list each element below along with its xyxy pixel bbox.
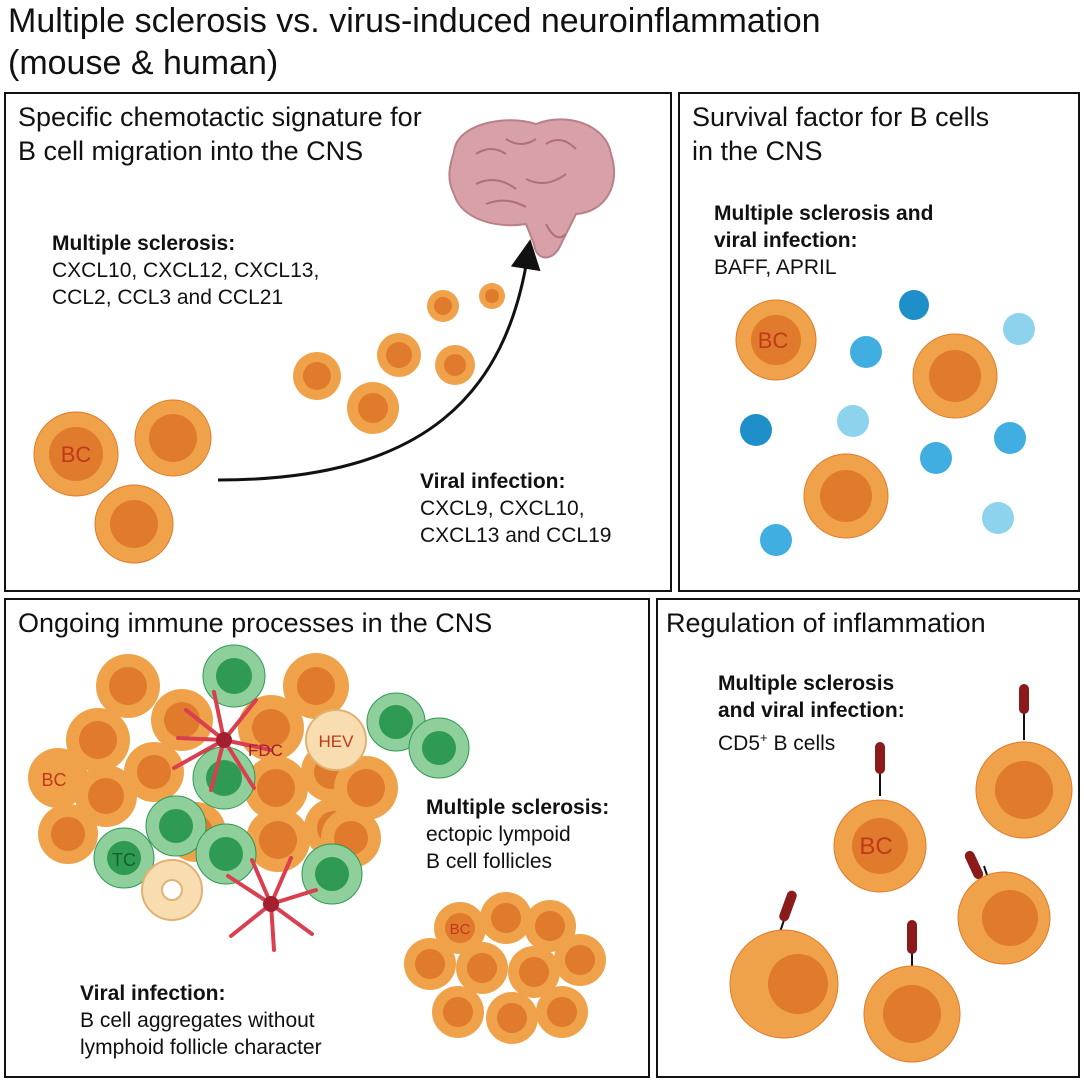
b-cell-large-2 [134,399,212,477]
immune-fdc-label: FDC [248,741,283,760]
figure-title-line1: Multiple sclerosis vs. virus-induced neu… [8,2,821,40]
immune-viral-heading: Viral infection: [80,982,226,1005]
panel-chemotaxis-title-line1: Specific chemotactic signature for [18,102,422,132]
cd5-b-cell-3 [957,850,1051,965]
cd5-b-cell-2: BC [833,742,927,893]
b-cell-3 [803,453,889,539]
cd5-suffix: B cells [767,732,836,755]
chemotaxis-ms-line2: CCL2, CCL3 and CCL21 [52,286,284,309]
panel-survival-title-line2: in the CNS [692,136,823,166]
panel-regulation-title: Regulation of inflammation [666,608,986,638]
migration-arrow [217,239,541,482]
immune-tc-label: TC [112,850,136,870]
figure-title: Multiple sclerosis vs. virus-induced neu… [8,0,821,84]
survival-heading-line2: viral infection: [714,229,858,252]
survival-factors: BAFF, APRIL [714,256,837,279]
immune-bc-label: BC [41,770,66,790]
panel-regulation: Regulation of inflammation Multiple scle… [656,598,1080,1078]
b-cell-large-3 [94,484,174,564]
cd5-prefix: CD5 [718,732,761,755]
cd5-b-cell-5 [863,920,961,1063]
cd5-b-cell-4 [729,890,839,1039]
survival-heading-line1: Multiple sclerosis and [714,202,934,225]
cd5-b-cell-1 [975,684,1073,839]
chemotaxis-ms-line1: CXCL10, CXCL12, CXCL13, [52,259,320,282]
follicle-bc-label: BC [450,921,471,938]
immune-viral-line2: lymphoid follicle character [80,1036,322,1059]
brain-icon [448,118,616,259]
regulation-illustration: BC [729,684,1073,1063]
b-cell-2 [912,333,998,419]
immune-ms-text: Multiple sclerosis: ectopic lympoid B ce… [426,794,609,875]
panel-survival-title: Survival factor for B cells in the CNS [692,100,989,168]
survival-illustration: BC [735,290,1035,556]
cd5-sup: + [760,730,768,745]
panel-survival: Survival factor for B cells in the CNS M… [678,92,1080,592]
chemotaxis-viral-text: Viral infection: CXCL9, CXCL10, CXCL13 a… [420,468,611,549]
immune-hev-label: HEV [319,732,355,751]
panel-chemotaxis: Specific chemotactic signature for B cel… [4,92,672,592]
regulation-cd5: CD5+ B cells [718,730,836,755]
panel-immune-title: Ongoing immune processes in the CNS [18,608,493,638]
cytokine-molecules [740,290,1035,556]
panel-chemotaxis-title-line2: B cell migration into the CNS [18,136,364,166]
regulation-heading-line1: Multiple sclerosis [718,672,895,695]
chemotaxis-ms-heading: Multiple sclerosis: [52,232,236,255]
b-cell-migrating [293,283,505,434]
regulation-bc-label: BC [859,833,892,860]
panel-immune: Ongoing immune processes in the CNS BC [4,598,650,1078]
fdc-cells: FDC [172,690,318,952]
panel-survival-title-line1: Survival factor for B cells [692,102,990,132]
survival-text: Multiple sclerosis and viral infection: … [714,200,933,281]
regulation-heading-line2: and viral infection: [718,699,905,722]
b-cell-label: BC [61,442,92,467]
t-cell-cluster: TC [93,644,470,905]
immune-ms-line2: B cell follicles [426,850,553,873]
hev-vessels: HEV [141,709,367,921]
immune-ms-heading: Multiple sclerosis: [426,796,610,819]
immune-ms-line1: ectopic lympoid [426,823,571,846]
chemotaxis-illustration: BC [33,118,616,564]
chemotaxis-viral-line1: CXCL9, CXCL10, [420,497,585,520]
chemotaxis-viral-heading: Viral infection: [420,470,566,493]
panel-chemotaxis-title: Specific chemotactic signature for B cel… [18,100,422,168]
b-cell-large-1: BC [33,411,119,497]
chemotaxis-ms-text: Multiple sclerosis: CXCL10, CXCL12, CXCL… [52,230,319,311]
immune-viral-text: Viral infection: B cell aggregates witho… [80,980,322,1061]
chemotaxis-viral-line2: CXCL13 and CCL19 [420,524,612,547]
immune-illustration: BC TC FDC HEV [28,644,606,1044]
survival-b-cell-label: BC [758,328,789,353]
b-cell-1: BC [735,299,817,381]
figure-title-line2: (mouse & human) [8,44,279,82]
ms-follicle: BC [404,892,606,1044]
regulation-text: Multiple sclerosis and viral infection: … [718,670,905,757]
immune-viral-line1: B cell aggregates without [80,1009,315,1032]
